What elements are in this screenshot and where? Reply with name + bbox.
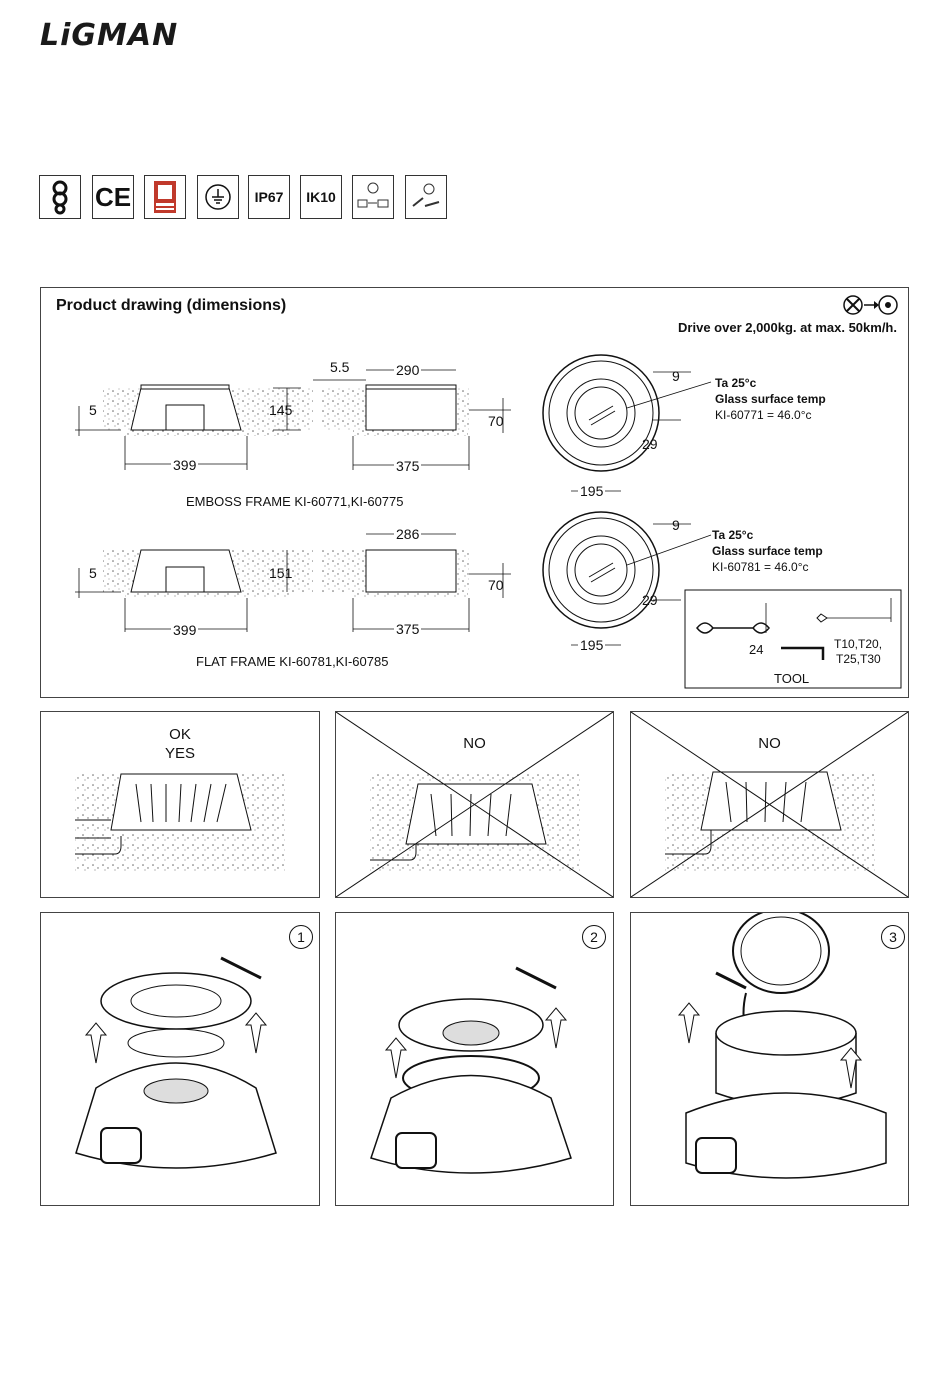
emboss-dim-145: 145: [269, 402, 293, 418]
emboss-dim-9: 9: [672, 368, 680, 384]
flat-glass-temp: Glass surface temp: [712, 544, 823, 558]
earth-ground-icon: [197, 175, 239, 219]
emboss-top-view-a: [542, 354, 712, 492]
flat-top-view-b: [542, 511, 712, 646]
emboss-dim-29: 29: [642, 436, 658, 452]
emboss-side-view-a: [75, 384, 313, 470]
quality-mark-icon: [144, 175, 186, 219]
emboss-temp-value: KI-60771 = 46.0°c: [715, 408, 812, 422]
step-panel-2: 2: [335, 912, 614, 1206]
emboss-dim-5-5: 5.5: [330, 359, 350, 375]
flat-dim-399: 399: [171, 622, 199, 638]
ce-mark-icon: CE: [92, 175, 134, 219]
ok-installation-drawing: [75, 773, 285, 874]
emboss-section-view-a: [313, 369, 511, 470]
brand-logo: LiGMAN: [40, 18, 179, 53]
emboss-dim-5: 5: [89, 402, 97, 418]
emboss-dim-399: 399: [171, 457, 199, 473]
installation-icon: [842, 294, 898, 321]
emboss-caption: EMBOSS FRAME KI-60771,KI-60775: [186, 494, 404, 509]
wrench-size: 24: [749, 642, 764, 657]
install-ok-panel: OK YES: [40, 711, 320, 898]
flat-dim-9: 9: [672, 517, 680, 533]
flat-caption: FLAT FRAME KI-60781,KI-60785: [196, 654, 389, 669]
no-label-2: NO: [758, 735, 781, 752]
tool-label: TOOL: [774, 671, 810, 686]
flat-dim-29: 29: [642, 592, 658, 608]
torx-sizes-2: T25,T30: [836, 652, 881, 666]
step-number-1: 1: [289, 925, 313, 949]
step-number-2: 2: [582, 925, 606, 949]
flat-section-view-b: [321, 533, 511, 632]
ik10-badge: IK10: [300, 175, 342, 219]
class-iii-icon: [39, 175, 81, 219]
step-panel-3: 3: [630, 912, 909, 1206]
product-drawing-panel: Product drawing (dimensions) Drive over …: [40, 287, 909, 698]
yes-label: YES: [164, 745, 195, 762]
ip67-badge: IP67: [248, 175, 290, 219]
no-installation-drawing-2: [631, 712, 908, 897]
flat-dim-5: 5: [89, 565, 97, 581]
install-no-panel-2: NO: [630, 711, 909, 898]
torx-sizes-1: T10,T20,: [834, 637, 883, 651]
flat-ta: Ta 25°c: [712, 528, 754, 542]
install-no-panel-1: NO: [335, 711, 614, 898]
flat-dim-375: 375: [394, 621, 422, 637]
flat-temp-value: KI-60781 = 46.0°c: [712, 560, 809, 574]
tool-usage-icon: [405, 175, 447, 219]
step-number-3: 3: [881, 925, 905, 949]
flat-side-view-b: [75, 549, 313, 632]
power-rating-icon: [352, 175, 394, 219]
flat-dim-286: 286: [394, 526, 422, 542]
ok-label: OK: [169, 726, 191, 743]
no-label-1: NO: [463, 735, 486, 752]
flat-dim-151: 151: [269, 565, 293, 581]
emboss-ta: Ta 25°c: [715, 376, 757, 390]
dimension-drawings: [75, 354, 902, 689]
emboss-dim-290: 290: [394, 362, 422, 378]
emboss-glass-temp: Glass surface temp: [715, 392, 826, 406]
no-installation-drawing-1: [336, 712, 613, 897]
step-1-drawing: [75, 956, 277, 1169]
emboss-dim-375: 375: [394, 458, 422, 474]
emboss-dim-195: 195: [578, 483, 606, 499]
flat-dim-195: 195: [578, 637, 606, 653]
step-2-drawing: [370, 966, 572, 1174]
tool-box: [684, 589, 902, 689]
flat-dim-70: 70: [488, 577, 504, 593]
product-drawing-title: Product drawing (dimensions): [56, 297, 287, 314]
emboss-dim-70: 70: [488, 413, 504, 429]
drive-over-note: Drive over 2,000kg. at max. 50km/h.: [678, 320, 897, 335]
step-panel-1: 1: [40, 912, 320, 1206]
step-3-drawing: [677, 913, 887, 1179]
